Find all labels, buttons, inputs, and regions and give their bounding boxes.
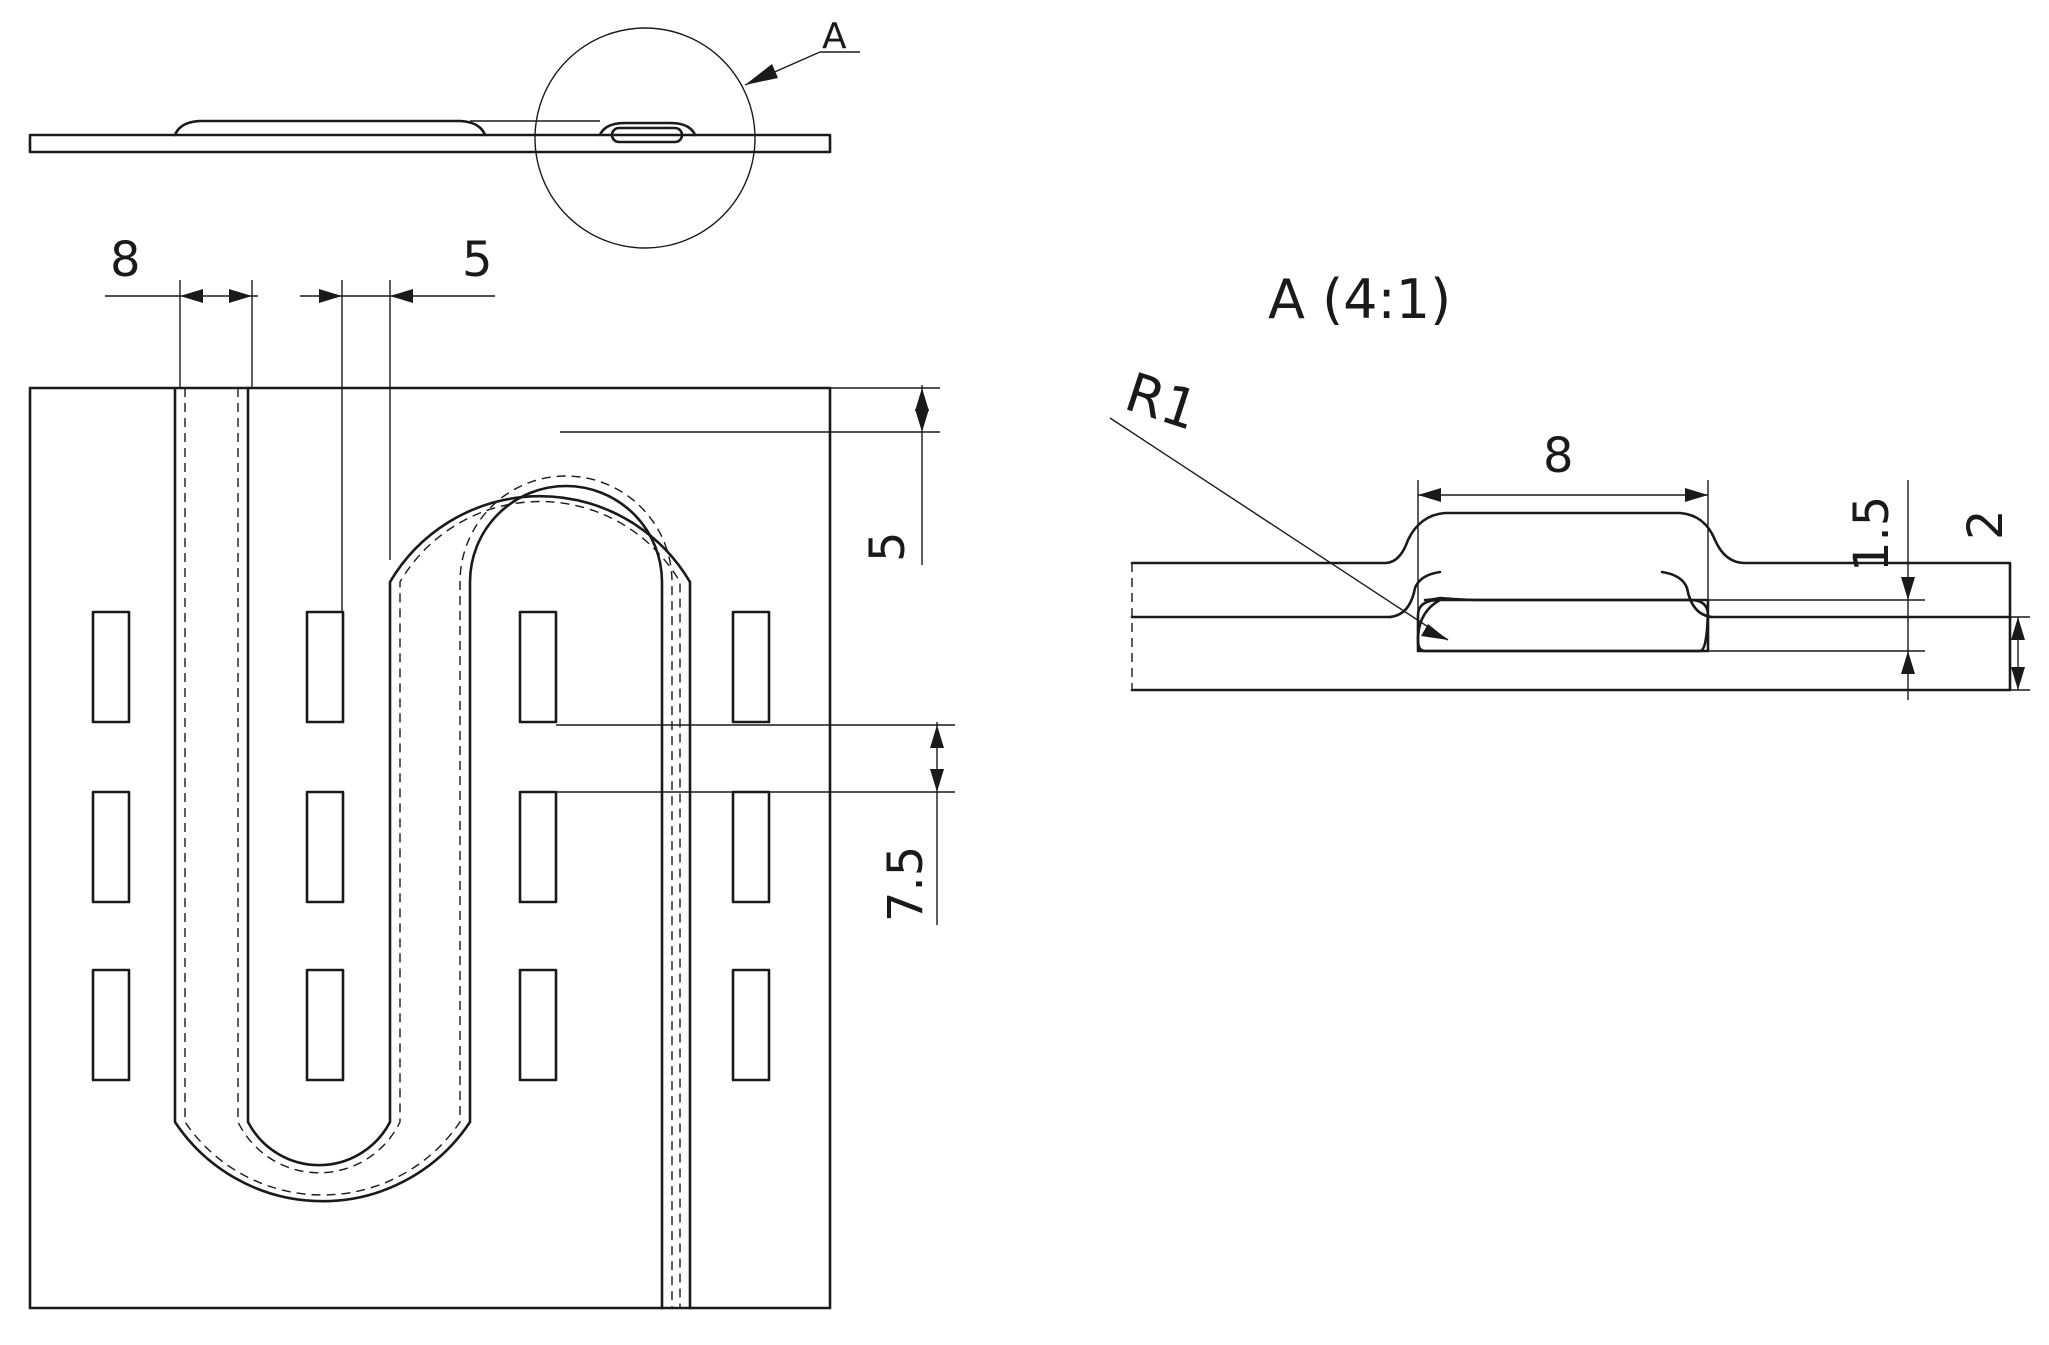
slot	[518, 968, 558, 1082]
callout-label: A	[822, 16, 847, 57]
side-view-channel-section	[610, 126, 684, 144]
side-view-plate	[28, 133, 832, 154]
dimension-slot-spacing: 7.5	[556, 722, 955, 925]
slot	[731, 968, 771, 1082]
slot	[518, 610, 558, 724]
radius-label: R1	[1118, 360, 1206, 442]
slot	[518, 790, 558, 904]
slot	[91, 790, 131, 904]
radius-callout: R1	[1109, 360, 1449, 641]
side-view-channel-bulge-right	[598, 121, 697, 137]
callout-arrow	[745, 64, 778, 85]
detail-title: A (4:1)	[1268, 268, 1451, 331]
dimension-detail-thickness: 2	[1930, 509, 2030, 691]
detail-depth-label: 1.5	[1844, 496, 1900, 572]
side-view-channel-bulge-left	[173, 119, 487, 137]
detail-fillet-left	[1388, 570, 1442, 619]
serpentine-channel-hidden-line-1	[184, 388, 673, 1308]
dimension-detail-width: 8	[1417, 428, 1709, 640]
dimension-channel-width: 8	[105, 232, 258, 388]
serpentine-channel-hidden-line-2	[237, 388, 681, 1308]
gap-label: 5	[462, 232, 493, 288]
top-offset-label: 5	[860, 531, 916, 562]
detail-channel-section	[1416, 596, 1710, 653]
plan-view-plate	[28, 386, 832, 1310]
slot	[731, 610, 771, 724]
detail-thickness-label: 2	[1958, 509, 2014, 540]
slot-grid	[91, 610, 771, 1082]
slot	[305, 968, 345, 1082]
detail-width-label: 8	[1543, 428, 1574, 484]
dimension-detail-depth: 1.5	[1708, 480, 1925, 700]
side-view: A	[28, 16, 860, 249]
dimension-top-offset: 5	[560, 385, 940, 565]
detail-channel-cavity	[1416, 598, 1710, 653]
plan-view: 8 5 5 7.5	[28, 232, 955, 1310]
slot	[91, 968, 131, 1082]
channel-width-label: 8	[110, 232, 141, 288]
slot-spacing-label: 7.5	[878, 846, 934, 922]
serpentine-channel-inner-edge	[246, 386, 692, 1310]
detail-view-a: A (4:1) 8 1.5	[1109, 268, 2030, 700]
slot	[305, 790, 345, 904]
dimension-gap: 5	[300, 232, 495, 612]
detail-circle-a	[534, 27, 756, 249]
detail-fillet-right	[1660, 570, 1714, 619]
slot	[305, 610, 345, 724]
slot	[91, 610, 131, 724]
detail-plate-outline	[1130, 511, 2012, 692]
serpentine-channel-outer-edge	[173, 386, 664, 1310]
slot	[731, 790, 771, 904]
